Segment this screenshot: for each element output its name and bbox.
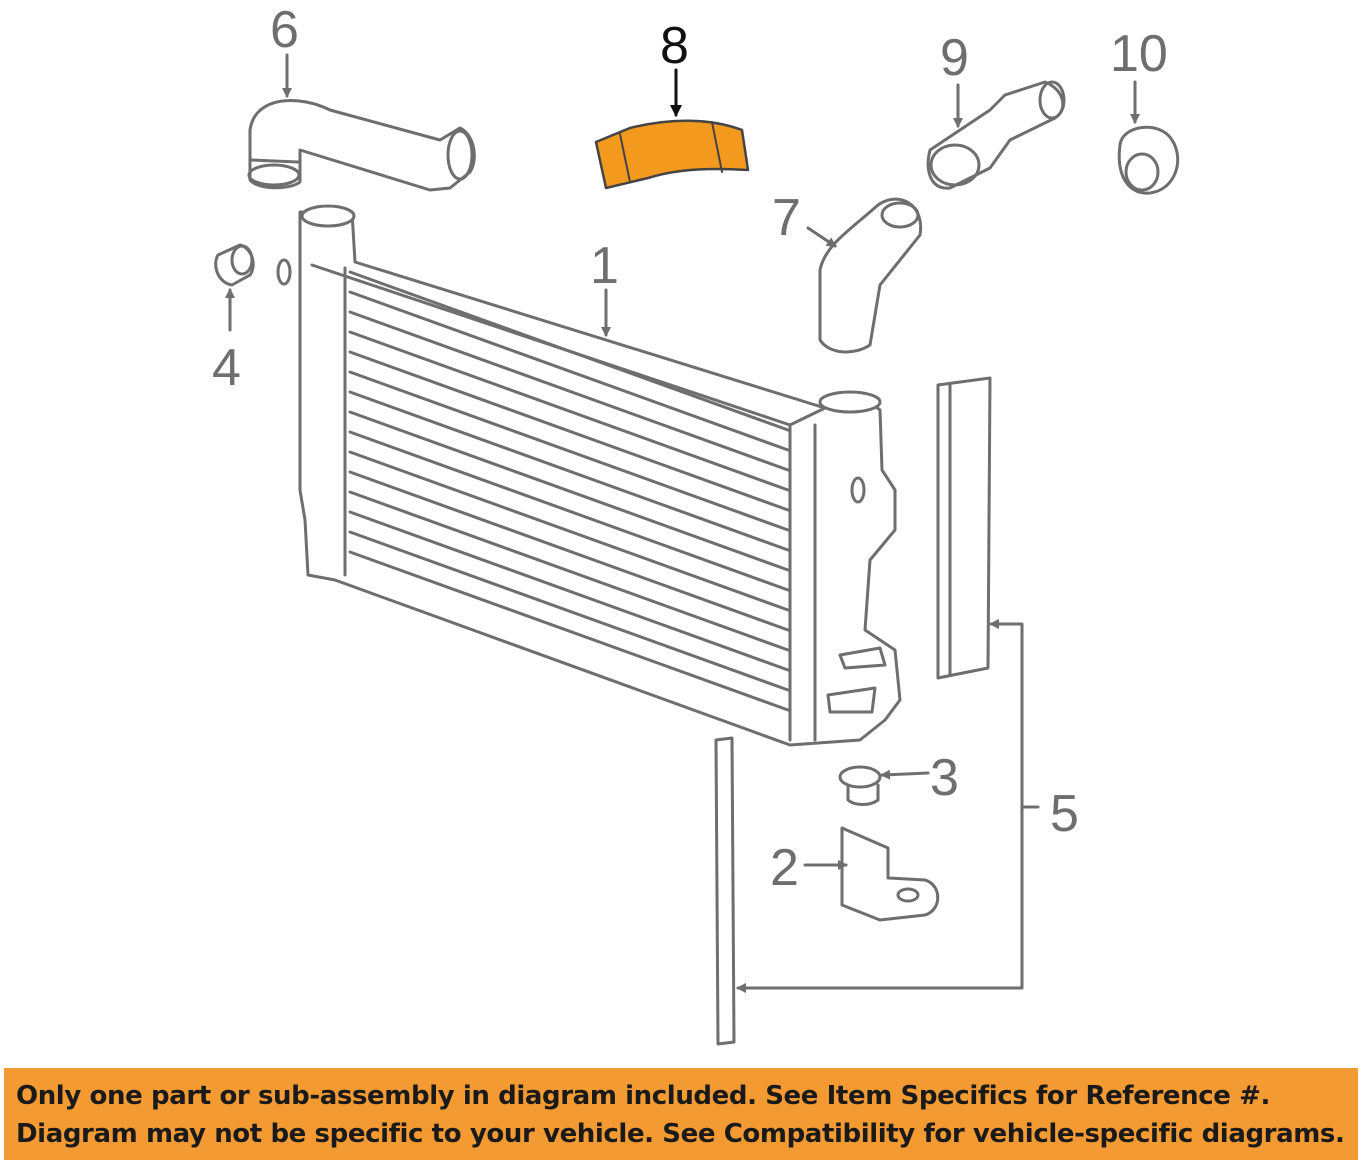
part-3-clip bbox=[838, 765, 882, 806]
callout-7: 7 bbox=[772, 189, 801, 247]
leader-3 bbox=[880, 769, 930, 780]
callout-6: 6 bbox=[270, 1, 299, 59]
leader-7 bbox=[806, 226, 837, 248]
notice-line-1: Only one part or sub-assembly in diagram… bbox=[16, 1081, 1270, 1111]
part-1-intercooler bbox=[276, 204, 902, 747]
callout-3: 3 bbox=[930, 749, 959, 807]
notice-line-2: Diagram may not be specific to your vehi… bbox=[16, 1119, 1345, 1149]
part-9-hose bbox=[926, 80, 1066, 190]
callout-5: 5 bbox=[1050, 785, 1079, 843]
notice-banner: Only one part or sub-assembly in diagram… bbox=[4, 1068, 1358, 1160]
part-4-plug bbox=[214, 243, 255, 287]
callout-10: 10 bbox=[1110, 25, 1168, 83]
part-10-coupler bbox=[1117, 125, 1180, 195]
leader-5 bbox=[738, 622, 1040, 990]
part-5-seal-lower bbox=[714, 736, 736, 1046]
callout-2: 2 bbox=[770, 839, 799, 897]
callout-9: 9 bbox=[940, 29, 969, 87]
part-5-seal-right bbox=[936, 376, 992, 680]
part-2-bracket bbox=[840, 826, 940, 922]
callout-8: 8 bbox=[660, 17, 689, 75]
callout-4: 4 bbox=[212, 339, 241, 397]
part-8-hose-highlighted bbox=[594, 119, 750, 190]
part-6-hose bbox=[247, 99, 476, 192]
part-7-hose bbox=[818, 197, 923, 354]
parts-diagram: 6 8 9 10 7 1 4 3 5 2 bbox=[212, 1, 1180, 1046]
callout-1: 1 bbox=[590, 237, 619, 295]
